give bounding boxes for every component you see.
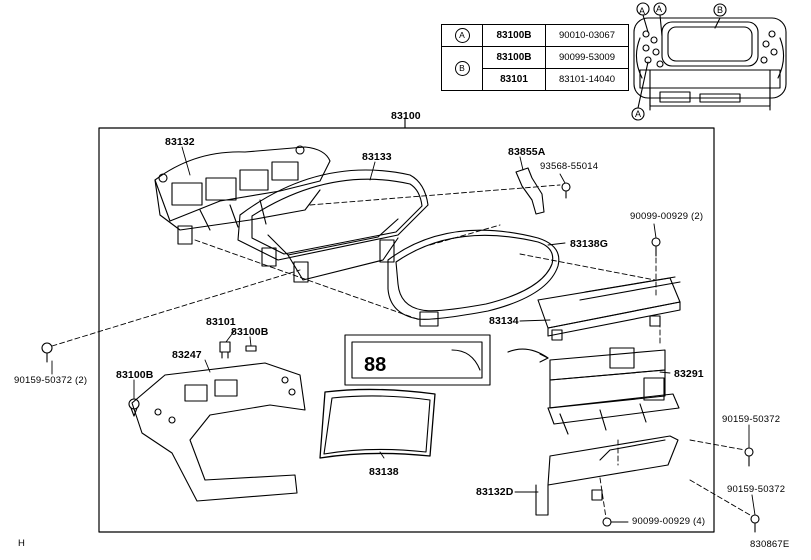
key-number: 90099-53009: [545, 46, 629, 69]
part-83101-clip: [219, 341, 231, 359]
display-digits: 88: [364, 354, 386, 376]
inset-callout-a: A: [639, 6, 645, 16]
inset-overview: [631, 2, 787, 121]
label-90099-00929-bottom: 90099-00929 (4): [632, 516, 706, 527]
assembly-frame: [98, 127, 715, 533]
part-83247-bracket: [131, 362, 306, 502]
screw-right-2: [750, 514, 760, 533]
label-83134: 83134: [489, 315, 519, 327]
label-83291: 83291: [674, 368, 704, 380]
label-83138: 83138: [369, 466, 399, 478]
key-table: A 83100B 90010-03067 B 83100B 90099-5300…: [441, 24, 629, 91]
inset-callout-a-bottom: A: [635, 109, 641, 119]
key-number: 90010-03067: [545, 24, 629, 47]
label-83138g: 83138G: [570, 238, 608, 250]
screw-left: [41, 342, 53, 363]
corner-mark: H: [18, 538, 26, 549]
part-83138-lens: [319, 388, 436, 459]
label-83132: 83132: [165, 136, 195, 148]
screw-right-1: [744, 447, 754, 467]
key-part: 83101: [482, 68, 546, 91]
drawing-id: 830867E: [750, 539, 790, 550]
part-83132d-bracket: [535, 435, 679, 516]
inset-callout-b: B: [717, 5, 723, 15]
label-90159-50372-r1: 90159-50372: [722, 414, 781, 425]
screw-top-right: [651, 237, 661, 257]
label-93568-55014: 93568-55014: [540, 161, 599, 172]
part-83133-hood: [237, 169, 429, 281]
part-83100b-grommet: [245, 345, 257, 352]
part-display-lcd: [344, 334, 491, 386]
part-83291-board: [547, 347, 680, 435]
key-row: A 83100B 90010-03067: [441, 24, 629, 47]
key-row: B 83100B 90099-53009: [441, 46, 629, 91]
label-83100b-b: 83100B: [116, 369, 154, 381]
label-83855a: 83855A: [508, 146, 546, 158]
part-83132-housing: [154, 145, 331, 283]
part-83138g-bezel: [387, 229, 560, 327]
key-part: 83100B: [482, 46, 546, 69]
label-83100: 83100: [391, 110, 421, 122]
leader-lines: [51, 146, 756, 523]
key-number: 83101-14040: [545, 68, 629, 91]
callout-a: A: [454, 28, 470, 43]
key-part: 83100B: [482, 24, 546, 47]
label-83133: 83133: [362, 151, 392, 163]
label-83101: 83101: [206, 316, 236, 328]
part-83855a-bracket: [515, 167, 571, 215]
label-83100b-a: 83100B: [231, 326, 269, 338]
label-83247: 83247: [172, 349, 202, 361]
inset-callout-a-2: A: [656, 4, 662, 14]
display-arrow: [507, 348, 549, 359]
label-90099-00929-top: 90099-00929 (2): [630, 211, 704, 222]
display-arrowhead: [539, 353, 549, 363]
label-83132d: 83132D: [476, 486, 514, 498]
assembly-dash-lines: [51, 184, 751, 519]
part-83134-panel: [537, 276, 681, 341]
key-row: 83101 83101-14040: [442, 68, 629, 91]
label-90159-50372-r2: 90159-50372: [727, 484, 786, 495]
callout-b: B: [454, 61, 470, 76]
label-90159-50372-left: 90159-50372 (2): [14, 375, 88, 386]
